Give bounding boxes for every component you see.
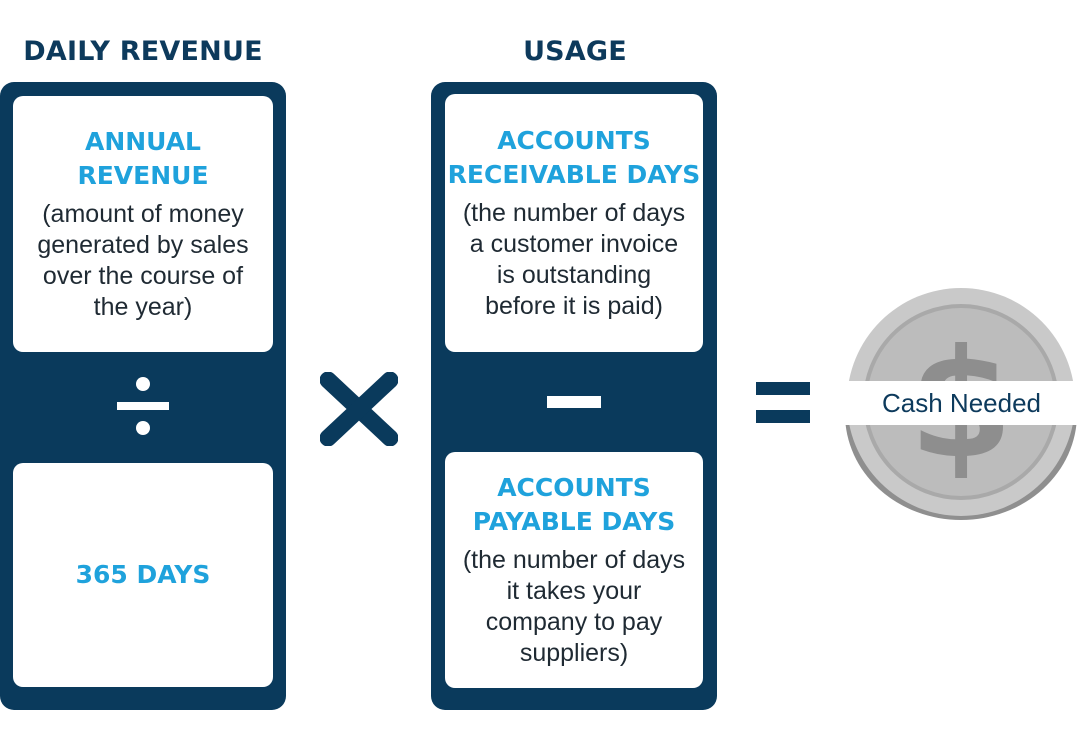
annual-revenue-description: (amount of money generated by sales over… xyxy=(37,199,248,323)
description-line: (the number of days xyxy=(462,199,686,227)
description-line: over the course of xyxy=(42,262,244,290)
accounts-receivable-heading: ACCOUNTS RECEIVABLE DAYS xyxy=(448,124,701,192)
description-line: suppliers) xyxy=(519,639,629,667)
multiply-icon xyxy=(320,372,398,446)
accounts-payable-card: ACCOUNTS PAYABLE DAYS (the number of day… xyxy=(445,452,703,688)
heading-line: ACCOUNTS xyxy=(497,126,651,155)
usage-panel: ACCOUNTS RECEIVABLE DAYS (the number of … xyxy=(431,82,717,710)
heading-line: REVENUE xyxy=(77,161,209,190)
equals-icon xyxy=(756,382,810,423)
description-line: before it is paid) xyxy=(485,292,663,320)
minus-icon xyxy=(547,396,601,408)
daily-revenue-panel: ANNUAL REVENUE (amount of money generate… xyxy=(0,82,286,710)
accounts-receivable-description: (the number of days a customer invoice i… xyxy=(463,198,685,322)
accounts-payable-heading: ACCOUNTS PAYABLE DAYS xyxy=(473,471,676,539)
days-heading: 365 DAYS xyxy=(75,560,211,589)
description-line: generated by sales xyxy=(37,231,249,259)
accounts-receivable-card: ACCOUNTS RECEIVABLE DAYS (the number of … xyxy=(445,94,703,352)
heading-line: ACCOUNTS xyxy=(497,473,651,502)
description-line: a customer invoice xyxy=(469,230,679,258)
description-line: (the number of days xyxy=(462,546,686,574)
accounts-payable-description: (the number of days it takes your compan… xyxy=(463,545,685,669)
description-line: the year) xyxy=(93,293,193,321)
heading-line: RECEIVABLE DAYS xyxy=(447,160,701,189)
description-line: (amount of money xyxy=(42,200,244,228)
usage-title: USAGE xyxy=(523,36,627,67)
annual-revenue-heading: ANNUAL REVENUE xyxy=(77,125,208,193)
description-line: is outstanding xyxy=(496,261,652,289)
description-line: it takes your xyxy=(506,577,642,605)
heading-line: PAYABLE DAYS xyxy=(472,507,676,536)
annual-revenue-card: ANNUAL REVENUE (amount of money generate… xyxy=(13,96,273,352)
divide-icon xyxy=(117,377,169,435)
cash-needed-label: Cash Needed xyxy=(845,381,1078,425)
daily-revenue-title: DAILY REVENUE xyxy=(23,36,263,67)
description-line: company to pay xyxy=(485,608,663,636)
days-card: 365 DAYS xyxy=(13,463,273,687)
heading-line: ANNUAL xyxy=(84,127,201,156)
